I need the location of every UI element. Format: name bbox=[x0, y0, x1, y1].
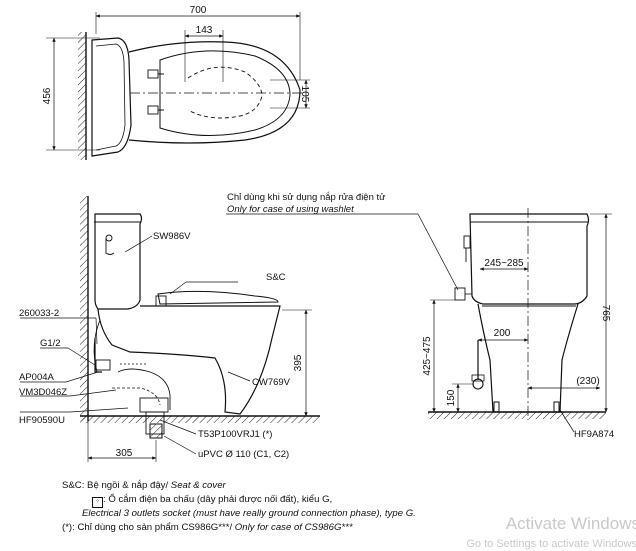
note-star: (*): Chỉ dùng cho sản phẩm CS986G***/ On… bbox=[62, 521, 353, 535]
dim-200: 200 bbox=[494, 328, 511, 339]
note-sc-en: Seat & cover bbox=[170, 480, 226, 491]
top-seat bbox=[159, 50, 291, 136]
note-socket: ⁘: Ổ cắm điện ba chấu (dây phải được nối… bbox=[92, 493, 332, 508]
dim-456: 456 bbox=[42, 87, 53, 104]
top-wall-hatch bbox=[78, 32, 86, 160]
activate-windows-title: Activate Windows bbox=[505, 514, 636, 533]
label-t53: T53P100VRJ1 (*) bbox=[198, 429, 272, 440]
note-seat-cover: S&C: Bệ ngồi & nắp đậy/ Seat & cover bbox=[62, 479, 226, 493]
dim-230: (230) bbox=[576, 376, 599, 387]
side-seat bbox=[157, 290, 279, 305]
label-upvc: uPVC Ø 110 (C1, C2) bbox=[198, 449, 289, 460]
front-bowl bbox=[477, 303, 579, 413]
side-bowl bbox=[97, 305, 281, 415]
label-hf9a874: HF9A874 bbox=[574, 429, 614, 440]
label-hf90590u: HF90590U bbox=[19, 415, 65, 426]
top-bowl bbox=[128, 41, 301, 144]
note-star-en: Only for case of CS986G*** bbox=[234, 522, 353, 533]
front-view bbox=[226, 208, 612, 433]
front-tank bbox=[469, 213, 590, 305]
washlet-note-vi: Chỉ dùng khi sử dụng nắp rửa điện tử bbox=[227, 192, 386, 203]
dim-105: 105 bbox=[299, 86, 310, 103]
label-260033: 260033-2 bbox=[19, 308, 59, 319]
side-view bbox=[20, 196, 320, 462]
note-star-vi: (*): Chỉ dùng cho sản phẩm CS986G***/ bbox=[62, 522, 235, 533]
dim-395: 395 bbox=[293, 354, 304, 371]
label-g12: G1/2 bbox=[40, 338, 61, 349]
side-tank bbox=[94, 213, 143, 310]
label-ap004a: AP004A bbox=[19, 372, 55, 383]
top-view bbox=[46, 12, 310, 160]
label-sw986v: SW986V bbox=[153, 231, 191, 242]
dim-765: 765 bbox=[600, 305, 611, 322]
label-cw769v: CW769V bbox=[252, 377, 291, 388]
top-tank bbox=[91, 37, 132, 157]
dim-425-475: 425~475 bbox=[422, 336, 433, 376]
dim-245-285: 245~285 bbox=[484, 258, 524, 269]
dim-700: 700 bbox=[190, 5, 207, 16]
dim-143: 143 bbox=[196, 25, 213, 36]
label-vm3d046z: VM3D046Z bbox=[19, 387, 67, 398]
note-sc-vi: S&C: Bệ ngồi & nắp đậy/ bbox=[62, 480, 171, 491]
socket-icon: ⁘ bbox=[92, 497, 103, 508]
dim-305: 305 bbox=[116, 448, 133, 459]
activate-windows-subtitle: Go to Settings to activate Windows. bbox=[466, 538, 636, 550]
note-socket-vi: : Ổ cắm điện ba chấu (dây phải được nối … bbox=[103, 494, 333, 505]
note-socket-en: Electrical 3 outlets socket (must have r… bbox=[82, 508, 416, 519]
note-socket-en-line: Electrical 3 outlets socket (must have r… bbox=[82, 507, 416, 521]
washlet-note-en: Only for case of using washlet bbox=[227, 204, 354, 215]
label-sc: S&C bbox=[266, 272, 286, 283]
dim-150: 150 bbox=[446, 389, 457, 406]
